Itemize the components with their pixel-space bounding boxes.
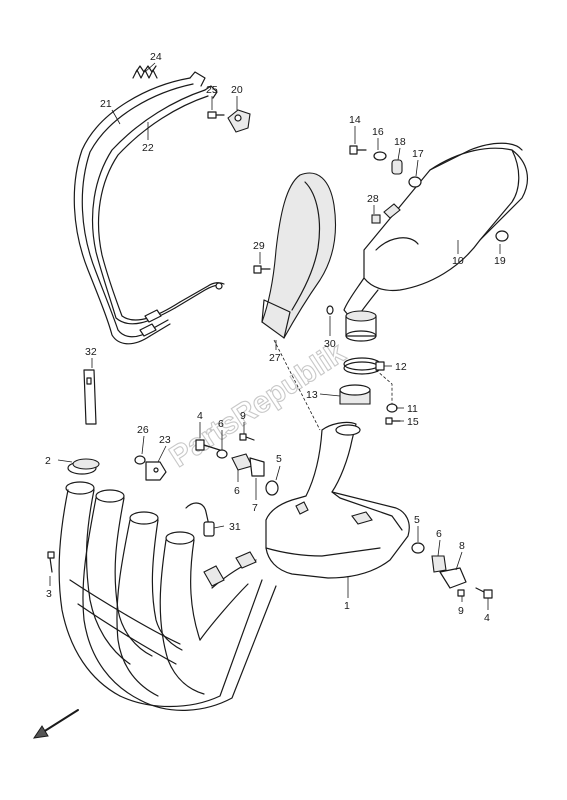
callout-22: 22 (142, 142, 154, 154)
pulley-part-20 (227, 109, 251, 133)
callout-5-right: 5 (414, 514, 420, 526)
nut-part-19 (495, 230, 509, 242)
callout-24: 24 (150, 51, 162, 63)
grommet-part-6-left-a (216, 449, 228, 459)
callout-12: 12 (395, 361, 407, 373)
collar-part-17 (408, 176, 422, 188)
callout-20: 20 (231, 84, 243, 96)
callout-23: 23 (159, 434, 171, 446)
clip-part-28 (371, 214, 381, 224)
bolt-part-3 (47, 551, 55, 573)
callout-6-left-b: 6 (234, 485, 240, 497)
callout-13: 13 (306, 389, 318, 401)
bolt-part-14 (349, 145, 367, 155)
washer-part-16 (373, 151, 387, 161)
callout-29: 29 (253, 240, 265, 252)
callout-31: 31 (229, 521, 241, 533)
callout-30: 30 (324, 338, 336, 350)
callout-21: 21 (100, 98, 112, 110)
callout-4-left: 4 (197, 410, 203, 422)
callout-9-left: 9 (240, 410, 246, 422)
callout-27: 27 (269, 352, 281, 364)
connecting-pipe-part-30 (326, 305, 377, 342)
clamp-part-12 (343, 357, 385, 375)
callout-32: 32 (85, 346, 97, 358)
callout-4-right: 4 (484, 612, 490, 624)
gasket-part-2 (72, 458, 100, 470)
callout-16: 16 (372, 126, 384, 138)
exhaust-headers (58, 461, 277, 711)
callout-1: 1 (344, 600, 350, 612)
grommet-part-6-right (431, 555, 447, 573)
grommet-part-6-left-b (231, 453, 253, 471)
callout-11: 11 (407, 403, 418, 415)
collar-part-5-left (265, 480, 279, 496)
callout-25: 25 (206, 84, 218, 96)
sensor-part-31 (185, 502, 215, 537)
callout-9-right: 9 (458, 605, 464, 617)
band-part-32 (83, 369, 97, 425)
callout-6-left-a: 6 (218, 418, 224, 430)
callout-26: 26 (137, 424, 149, 436)
callout-15: 15 (407, 416, 419, 428)
callout-17: 17 (412, 148, 424, 160)
callout-19: 19 (494, 255, 506, 267)
callout-5-left: 5 (276, 453, 282, 465)
stay-part-23 (145, 461, 167, 481)
bolt-part-26 (134, 455, 146, 465)
bolt-part-29 (253, 265, 271, 274)
bolt-part-25 (207, 111, 225, 119)
front-direction-arrow-icon (32, 709, 79, 739)
callout-2: 2 (45, 455, 51, 467)
callout-14: 14 (349, 114, 361, 126)
bracket-part-7 (249, 457, 265, 477)
spring-part-24 (132, 65, 158, 79)
bolt-part-9-left (239, 433, 255, 441)
chamber-part-1 (265, 421, 410, 579)
bolt-part-9-right (457, 589, 465, 597)
callout-18: 18 (394, 136, 406, 148)
heat-shield-part-27 (261, 172, 337, 339)
callout-7: 7 (252, 502, 258, 514)
leader-lines (49, 62, 501, 610)
callout-3: 3 (46, 588, 52, 600)
callout-labels: 24 20 25 21 22 14 16 18 17 28 10 19 29 2… (45, 51, 506, 624)
grommet-part-18 (391, 159, 403, 175)
callout-8: 8 (459, 540, 465, 552)
collar-part-5-right (411, 542, 425, 554)
callout-6-right: 6 (436, 528, 442, 540)
gasket-part-13 (339, 384, 371, 405)
bracket-part-8 (439, 567, 467, 589)
nut-part-11 (386, 403, 398, 413)
throttle-cables (73, 71, 225, 345)
callout-28: 28 (367, 193, 379, 205)
callout-10: 10 (452, 255, 464, 267)
bolt-part-4-right (475, 587, 493, 599)
